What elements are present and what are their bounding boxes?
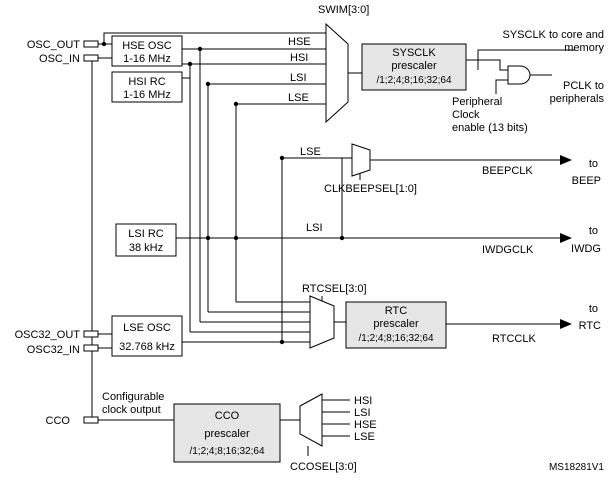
lsi-signal-label: LSI xyxy=(290,72,307,84)
cco-config-label-1: Configurable xyxy=(102,391,164,403)
sysclk-core-label-2: memory xyxy=(564,42,604,54)
osc-in-label: OSC_IN xyxy=(39,53,80,65)
hsi-signal-label: HSI xyxy=(290,52,308,64)
hse-signal-label: HSE xyxy=(288,36,311,48)
pins xyxy=(83,40,104,424)
lse-osc-title: LSE OSC xyxy=(123,322,171,334)
pclk-label-1: PCLK to xyxy=(563,80,604,92)
beepclk-arrow xyxy=(560,155,572,165)
iwdg-dest-label-1: to xyxy=(589,225,598,237)
lsi-rc-block: LSI RC 38 kHz xyxy=(115,223,177,257)
sysclk-prescaler-ratios: /1;2;4;8;16;32;64 xyxy=(376,75,452,86)
cco-input-lse: LSE xyxy=(354,431,375,443)
osc32-out-pin xyxy=(83,330,99,338)
lsi-iwdg-signal-label: LSI xyxy=(306,222,323,234)
ccosel-mux-shape xyxy=(299,393,323,447)
figure-id: MS18281V1 xyxy=(549,462,604,473)
rtc-prescaler-ratios: /1;2;4;8;16;32;64 xyxy=(358,333,434,344)
ccosel-selector-label: CCOSEL[3:0] xyxy=(290,461,357,473)
cco-input-lsi: LSI xyxy=(354,407,371,419)
swim-mux xyxy=(325,22,349,124)
lse-osc-block: LSE OSC 32.768 kHz xyxy=(111,315,183,357)
clkbeepsel-mux xyxy=(351,143,371,177)
osc-out-pin xyxy=(83,40,99,48)
hse-osc-title: HSE OSC xyxy=(122,40,172,52)
cco-pin-label: CCO xyxy=(46,415,71,427)
hsi-rc-freq: 1-16 MHz xyxy=(123,89,171,101)
osc32-in-label: OSC32_IN xyxy=(27,344,80,356)
hsi-rc-block: HSI RC 1-16 MHz xyxy=(111,71,183,103)
peripheral-enable-label-2: Clock xyxy=(452,109,480,121)
swim-selector-label: SWIM[3:0] xyxy=(318,4,369,16)
sysclk-prescaler-block: SYSCLK prescaler /1;2;4;8;16;32;64 xyxy=(361,43,467,91)
rtcsel-selector-label: RTCSEL[3:0] xyxy=(302,283,367,295)
sysclk-core-label-1: SYSCLK to core and xyxy=(502,29,604,41)
lsi-rc-title: LSI RC xyxy=(128,228,164,240)
beep-dest-label-1: to xyxy=(589,158,598,170)
rtc-prescaler-block: RTC prescaler /1;2;4;8;16;32;64 xyxy=(345,301,447,349)
cco-prescaler-title: CCO xyxy=(215,410,240,422)
sysclk-prescaler-sub: prescaler xyxy=(391,60,437,72)
hse-osc-block: HSE OSC 1-16 MHz xyxy=(111,35,183,67)
rtcsel-mux xyxy=(309,295,335,349)
and-gate xyxy=(507,65,531,85)
osc32-in-pin xyxy=(83,344,99,352)
beepclk-label: BEEPCLK xyxy=(482,165,533,177)
iwdg-dest-label-2: IWDG xyxy=(571,243,601,255)
cco-input-hsi: HSI xyxy=(354,395,372,407)
rtcclk-arrow xyxy=(560,319,572,329)
sysclk-prescaler-title: SYSCLK xyxy=(392,47,436,59)
peripheral-enable-label-3: enable (13 bits) xyxy=(452,122,528,134)
iwdgclk-label: IWDGCLK xyxy=(482,244,534,256)
rtc-prescaler-sub: prescaler xyxy=(373,318,419,330)
cco-pin xyxy=(83,416,99,424)
cco-prescaler-sub: prescaler xyxy=(204,428,250,440)
clkbeepsel-selector-label: CLKBEEPSEL[1:0] xyxy=(324,183,417,195)
rtcclk-label: RTCCLK xyxy=(492,333,536,345)
lse-osc-freq: 32.768 kHz xyxy=(119,341,175,353)
rtc-dest-label-2: RTC xyxy=(579,320,601,332)
cco-prescaler-ratios: /1;2;4;8;16;32;64 xyxy=(189,446,265,457)
cco-input-hse: HSE xyxy=(354,419,377,431)
rtc-prescaler-title: RTC xyxy=(385,305,407,317)
wires xyxy=(91,32,575,456)
osc-out-label: OSC_OUT xyxy=(27,39,80,51)
osc32-out-label: OSC32_OUT xyxy=(15,329,81,341)
iwdgclk-arrow xyxy=(560,233,572,243)
lsi-rc-freq: 38 kHz xyxy=(129,242,163,254)
lse-beep-signal-label: LSE xyxy=(300,146,321,158)
osc-in-pin xyxy=(83,54,99,62)
beep-dest-label-2: BEEP xyxy=(572,175,601,187)
hsi-rc-title: HSI RC xyxy=(128,76,165,88)
cco-config-label-2: clock output xyxy=(102,404,161,416)
pclk-label-2: peripherals xyxy=(550,93,605,105)
rtc-dest-label-1: to xyxy=(589,303,598,315)
peripheral-enable-label-1: Peripheral xyxy=(452,96,502,108)
lse-signal-label: LSE xyxy=(288,92,309,104)
hse-osc-freq: 1-16 MHz xyxy=(123,53,171,65)
cco-prescaler-block: CCO prescaler /1;2;4;8;16;32;64 xyxy=(173,403,281,463)
